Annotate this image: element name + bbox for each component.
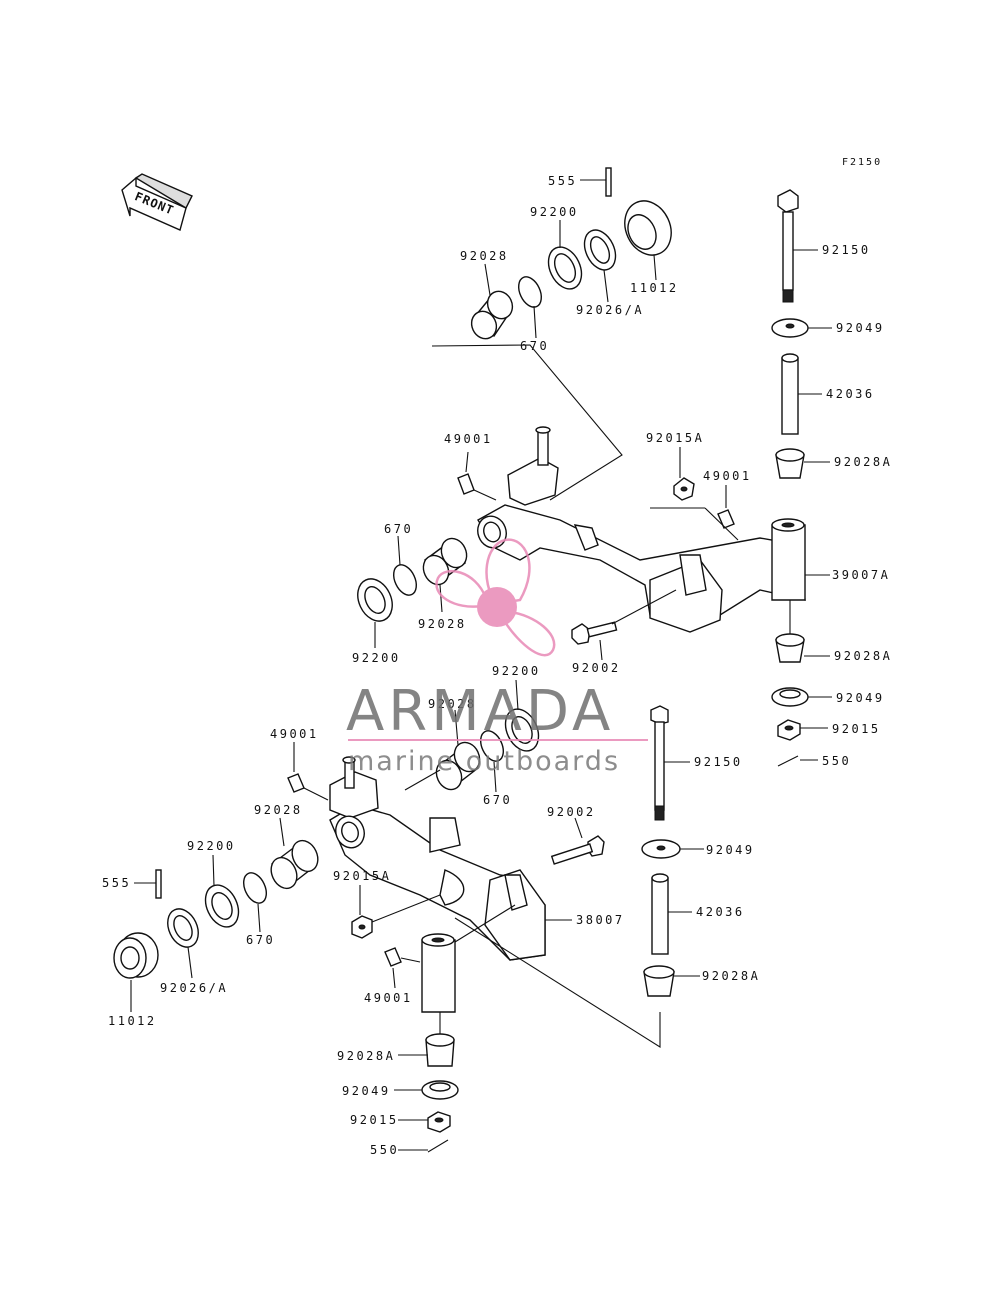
watermark-brand: ARMADA: [346, 679, 614, 744]
bushing-92028A-lower-b: [398, 1012, 455, 1067]
callout-92026A-upper: 92026/A: [576, 303, 644, 317]
washer-92049-lower: [641, 839, 704, 859]
oring-670-upper-left: [392, 535, 418, 596]
swing-arm-38007: [329, 756, 572, 1013]
callout-92049-lower-b: 92049: [342, 1084, 391, 1098]
seal-11012-upper: [624, 200, 672, 281]
watermark: ARMADA marine outboards: [346, 538, 648, 777]
callout-550-upper: 550: [822, 754, 851, 768]
callout-92028A-upper: 92028A: [834, 455, 892, 469]
grease-nipple-49001-lower-a: [287, 742, 329, 801]
bolt-92002-lower: [550, 817, 605, 865]
washer-92026A-upper: [583, 229, 617, 303]
callout-92028A-upper-b: 92028A: [834, 649, 892, 663]
nut-92015-upper: [777, 719, 828, 741]
washer-92049-lower-b: [394, 1080, 459, 1100]
callout-92150-lower: 92150: [694, 755, 743, 769]
callout-92150-upper: 92150: [822, 243, 871, 257]
pin-555-upper: [580, 167, 612, 197]
callout-92049-lower: 92049: [706, 843, 755, 857]
callout-92200-upper-left: 92200: [352, 651, 401, 665]
callout-42036-upper: 42036: [826, 387, 875, 401]
grease-nipple-49001-lower-b: [384, 947, 421, 989]
callout-670-upper-left: 670: [384, 522, 413, 536]
callout-38007: 38007: [576, 913, 625, 927]
callout-39007A: 39007A: [832, 568, 890, 582]
cotter-pin-550-upper: [777, 755, 818, 767]
callout-92049-upper: 92049: [836, 321, 885, 335]
seal-11012-lower: [113, 932, 159, 1012]
callout-49001-lower-b: 49001: [364, 991, 413, 1005]
callout-92028-upper: 92028: [460, 249, 509, 263]
callout-92049-upper-b: 92049: [836, 691, 885, 705]
collar-42036-lower: [651, 873, 692, 955]
washer-92026A-lower: [167, 908, 199, 979]
callout-49001-upper-b: 49001: [703, 469, 752, 483]
callout-555-lower: 555: [102, 876, 131, 890]
callout-92028-lower-right: 92028: [428, 697, 477, 711]
bushing-92028-upper: [470, 263, 514, 340]
cotter-pin-550-lower: [398, 1139, 449, 1153]
bushing-92028A-lower: [643, 965, 700, 997]
callout-92028-upper-left: 92028: [418, 617, 467, 631]
callout-670-upper: 670: [520, 339, 549, 353]
callout-92200-lower-left: 92200: [187, 839, 236, 853]
shim-92200-lower-left: [204, 854, 240, 928]
callout-11012-lower: 11012: [108, 1014, 157, 1028]
grease-nipple-49001-upper-a: [457, 451, 497, 501]
bolt-92002-upper: [571, 589, 677, 661]
pin-555-lower: [134, 869, 162, 899]
callout-555-upper: 555: [548, 174, 577, 188]
propeller-hub: [477, 587, 517, 627]
callout-92002-upper: 92002: [572, 661, 621, 675]
oring-670-lower-right: [479, 730, 505, 793]
callout-92002-lower: 92002: [547, 805, 596, 819]
callout-550-lower: 550: [370, 1143, 399, 1157]
bolt-92150-lower: [650, 705, 690, 821]
callout-92015A-lower: 92015A: [333, 869, 391, 883]
callout-92200-upper: 92200: [530, 205, 579, 219]
nut-92015-lower: [398, 1111, 451, 1133]
nut-92015A-upper: [650, 447, 739, 541]
bushing-92028A-upper: [775, 448, 830, 479]
oring-670-upper: [517, 276, 543, 339]
propeller-blade-left: [435, 569, 488, 608]
washer-92049-upper-b: [771, 687, 832, 707]
swing-arm-39007A: [477, 426, 830, 633]
shim-92200-upper-left: [357, 578, 393, 648]
front-arrow-icon: FRONT: [121, 173, 193, 231]
figure-code: F2150: [842, 157, 882, 168]
oring-670-lower-left: [242, 872, 268, 933]
propeller-logo-icon: [435, 538, 556, 657]
callout-670-lower-left: 670: [246, 933, 275, 947]
bolt-92150-upper: [777, 189, 818, 303]
grease-nipple-49001-upper-b: [717, 485, 735, 529]
watermark-tagline: marine outboards: [348, 746, 620, 777]
propeller-blade-top: [485, 538, 531, 606]
callout-92015-lower: 92015: [350, 1113, 399, 1127]
callout-670-lower-right: 670: [483, 793, 512, 807]
bushing-92028-lower-left: [270, 817, 319, 890]
bushing-92028A-upper-b: [775, 600, 830, 663]
callout-92028A-lower: 92028A: [702, 969, 760, 983]
callout-49001-lower-a: 49001: [270, 727, 319, 741]
callout-92200-lower-right: 92200: [492, 664, 541, 678]
shim-92200-upper: [547, 220, 583, 290]
callout-92015-upper: 92015: [832, 722, 881, 736]
callout-49001-upper-a: 49001: [444, 432, 493, 446]
callout-92028-lower-left: 92028: [254, 803, 303, 817]
callout-42036-lower: 42036: [696, 905, 745, 919]
washer-92049-upper: [771, 318, 832, 338]
callout-11012-upper: 11012: [630, 281, 679, 295]
callout-92026A-lower: 92026/A: [160, 981, 228, 995]
callout-92015A-upper: 92015A: [646, 431, 704, 445]
bushing-92028-upper-left: [422, 537, 468, 613]
propeller-blade-bottom: [503, 610, 556, 657]
nut-92015A-lower: [351, 885, 441, 939]
callout-92028A-lower-b: 92028A: [337, 1049, 395, 1063]
collar-42036-upper: [781, 353, 822, 435]
